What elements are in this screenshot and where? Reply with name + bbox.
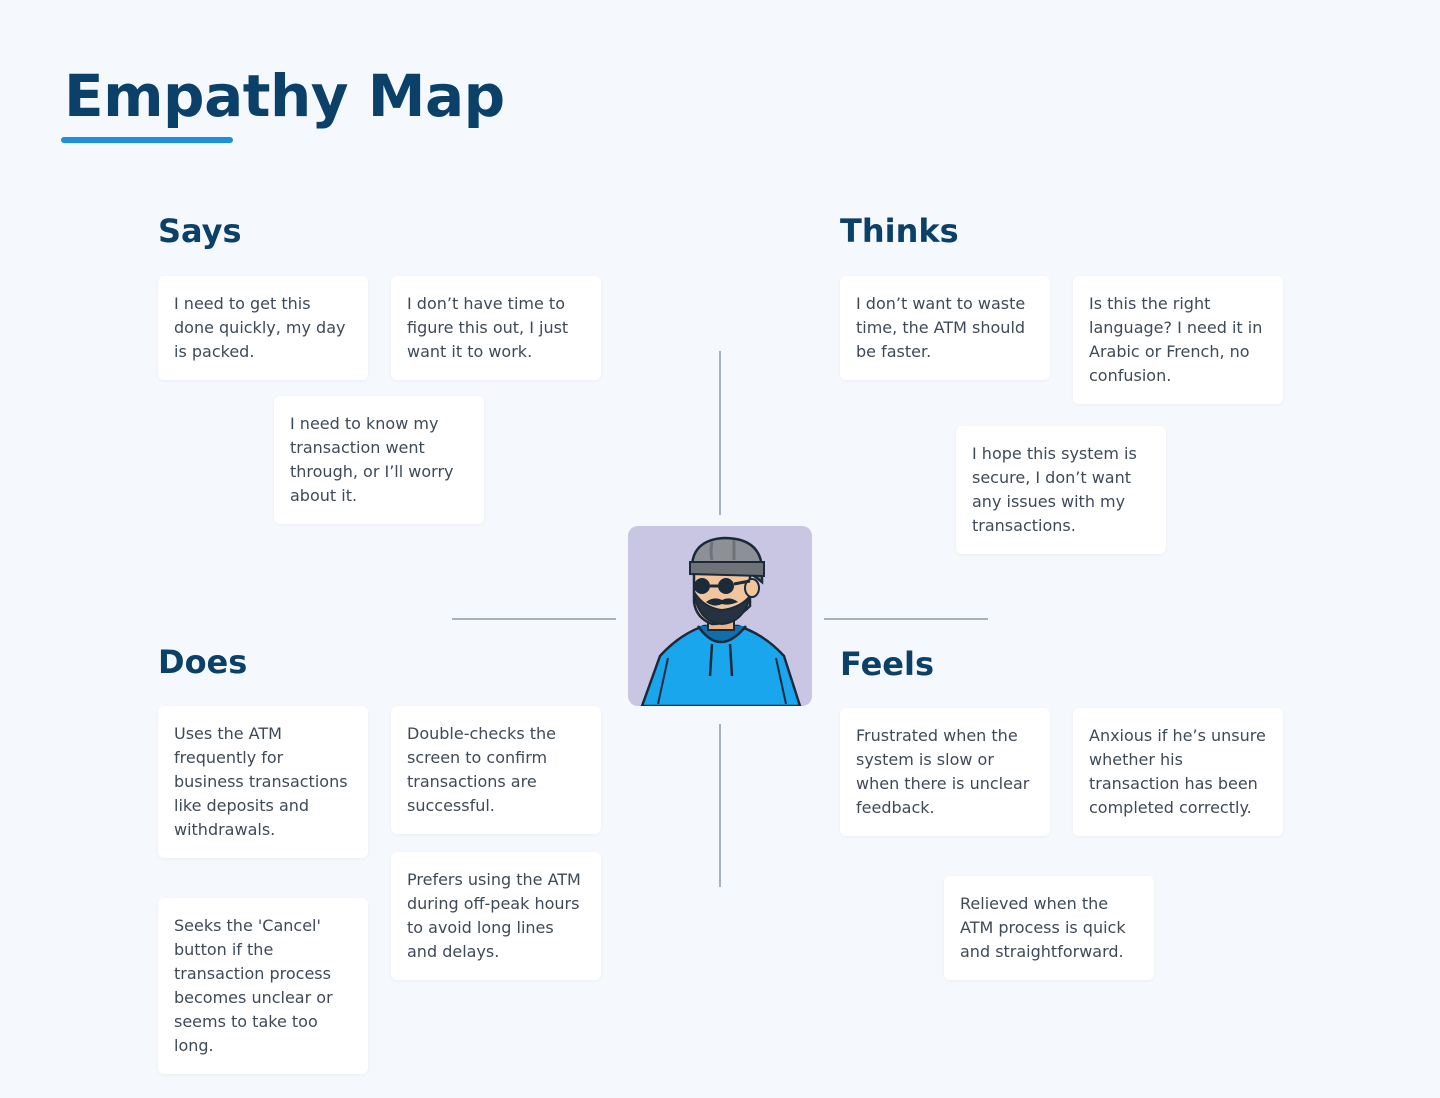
- thinks-note-text: I hope this system is secure, I don’t wa…: [972, 444, 1137, 535]
- feels-note-text: Anxious if he’s unsure whether his trans…: [1089, 726, 1266, 817]
- thinks-note-text: Is this the right language? I need it in…: [1089, 294, 1263, 385]
- does-note-text: Seeks the 'Cancel' button if the transac…: [174, 916, 333, 1055]
- axis-divider-right: [824, 618, 988, 620]
- thinks-heading: Thinks: [840, 212, 959, 250]
- does-note: Double-checks the screen to confirm tran…: [391, 706, 601, 834]
- axis-divider-bottom: [719, 724, 721, 887]
- thinks-note-text: I don’t want to waste time, the ATM shou…: [856, 294, 1026, 361]
- does-heading: Does: [158, 643, 248, 681]
- says-note: I need to get this done quickly, my day …: [158, 276, 368, 380]
- thinks-note: I don’t want to waste time, the ATM shou…: [840, 276, 1050, 380]
- thinks-note: I hope this system is secure, I don’t wa…: [956, 426, 1166, 554]
- feels-note-text: Frustrated when the system is slow or wh…: [856, 726, 1030, 817]
- axis-divider-top: [719, 351, 721, 515]
- does-note: Uses the ATM frequently for business tra…: [158, 706, 368, 858]
- does-note: Prefers using the ATM during off-peak ho…: [391, 852, 601, 980]
- says-note: I don’t have time to figure this out, I …: [391, 276, 601, 380]
- says-note: I need to know my transaction went throu…: [274, 396, 484, 524]
- persona-avatar: [628, 526, 812, 706]
- feels-note: Relieved when the ATM process is quick a…: [944, 876, 1154, 980]
- does-note: Seeks the 'Cancel' button if the transac…: [158, 898, 368, 1074]
- feels-heading: Feels: [840, 645, 934, 683]
- says-note-text: I need to know my transaction went throu…: [290, 414, 454, 505]
- persona-icon: [640, 536, 802, 706]
- page-title: Empathy Map: [64, 62, 505, 130]
- thinks-note: Is this the right language? I need it in…: [1073, 276, 1283, 404]
- axis-divider-left: [452, 618, 616, 620]
- feels-note: Anxious if he’s unsure whether his trans…: [1073, 708, 1283, 836]
- title-underline: [61, 137, 233, 143]
- says-heading: Says: [158, 212, 242, 250]
- feels-note-text: Relieved when the ATM process is quick a…: [960, 894, 1126, 961]
- does-note-text: Double-checks the screen to confirm tran…: [407, 724, 556, 815]
- feels-note: Frustrated when the system is slow or wh…: [840, 708, 1050, 836]
- does-note-text: Uses the ATM frequently for business tra…: [174, 724, 348, 839]
- says-note-text: I need to get this done quickly, my day …: [174, 294, 346, 361]
- says-note-text: I don’t have time to figure this out, I …: [407, 294, 569, 361]
- does-note-text: Prefers using the ATM during off-peak ho…: [407, 870, 581, 961]
